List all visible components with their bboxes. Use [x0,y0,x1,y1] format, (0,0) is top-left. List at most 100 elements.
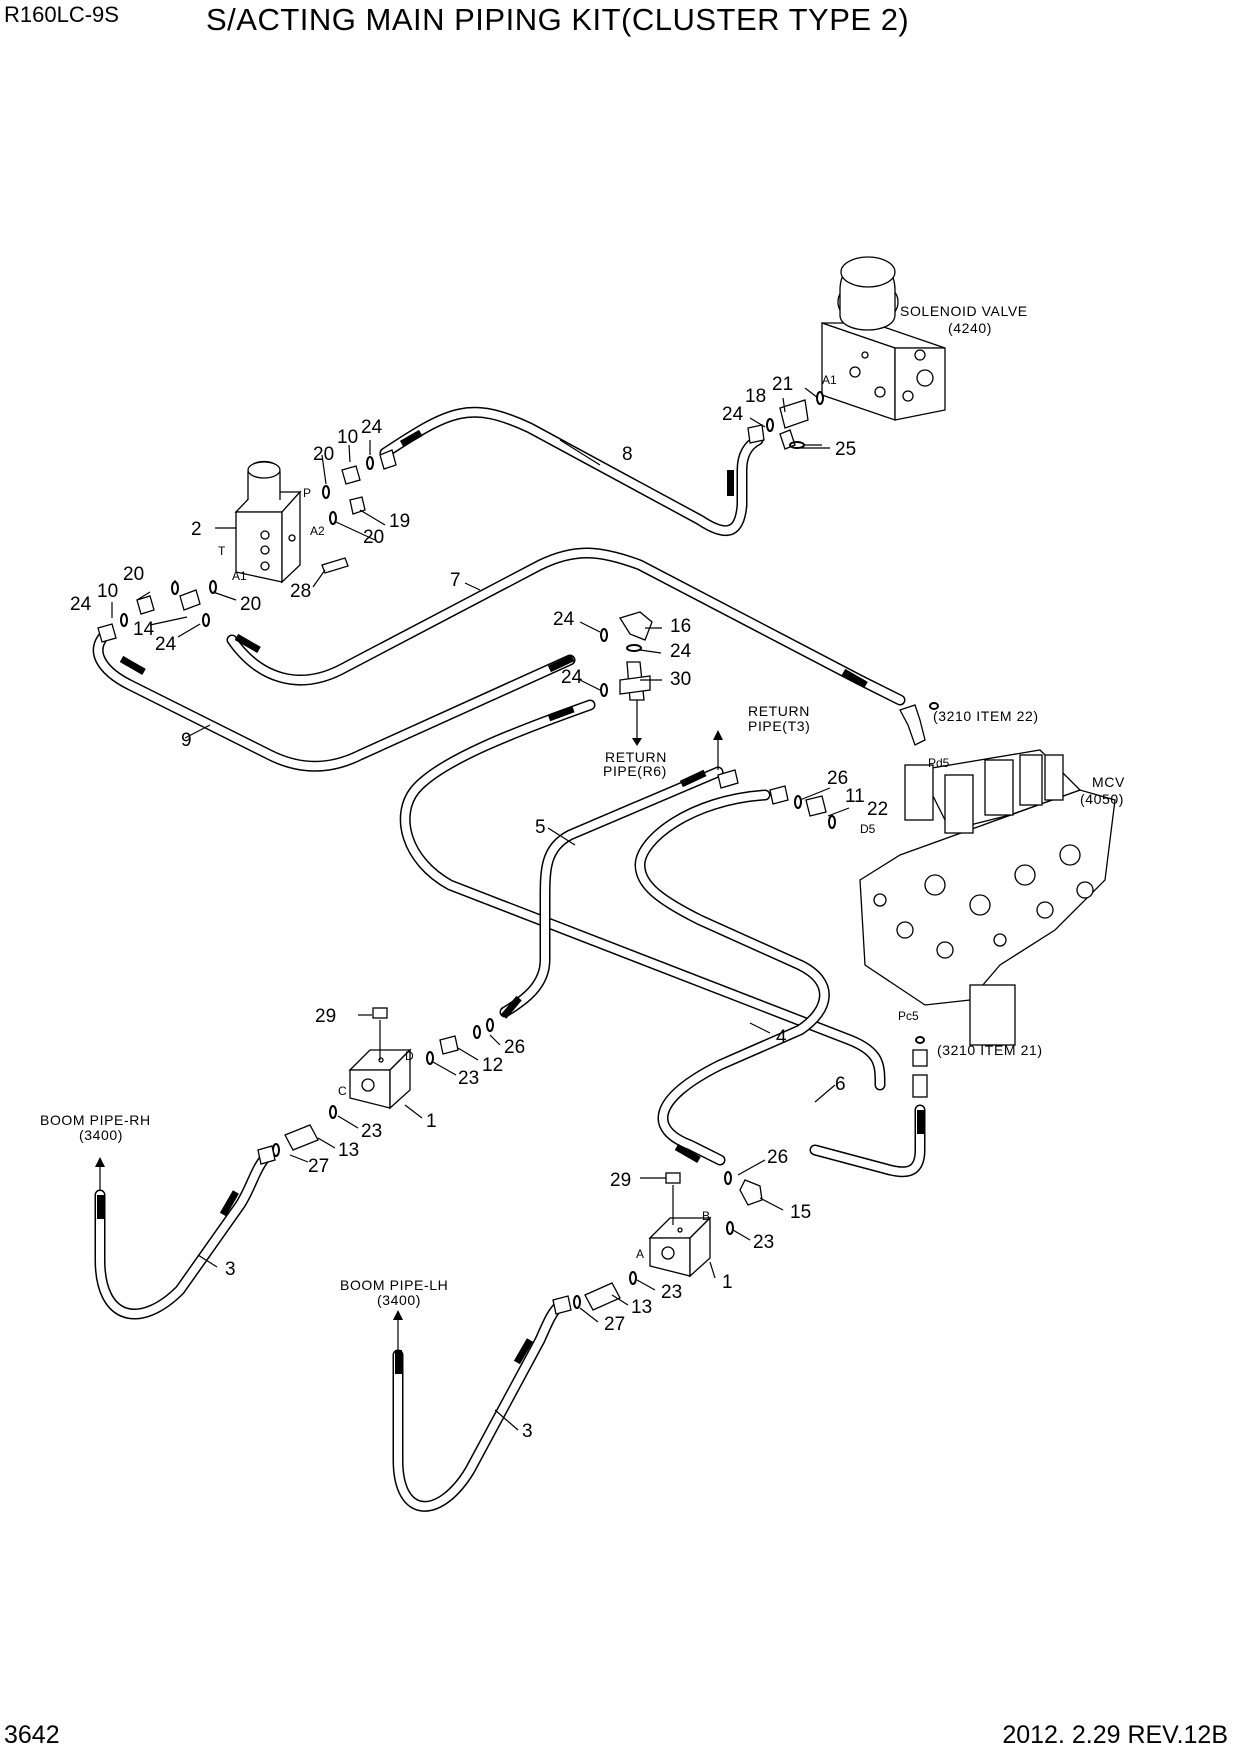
fittings-mcv [717,702,939,1098]
callout-24: 24 [553,609,575,630]
callout-26: 26 [827,768,848,789]
callout-23: 23 [361,1121,382,1142]
label-ref-3210-22: (3210 ITEM 22) [933,708,1039,724]
callout-23: 23 [661,1282,682,1303]
callout-7: 7 [450,570,461,591]
hose-sleeves [97,429,924,1374]
label-boom-rh-ref: (3400) [79,1127,123,1143]
fittings-block [97,449,397,643]
callout-20: 20 [240,594,261,615]
port-c: C [338,1084,347,1098]
port-d: D [405,1049,414,1063]
callout-2: 2 [191,519,202,540]
callout-24: 24 [70,594,92,615]
callout-28: 28 [290,581,311,602]
callout-11: 11 [845,786,865,807]
callout-27: 27 [604,1314,625,1335]
callout-29: 29 [315,1006,336,1027]
port-t: T [218,544,226,558]
callout-22: 22 [867,799,888,820]
port-a1: A1 [232,569,247,583]
label-boom-rh: BOOM PIPE-RH [40,1112,151,1128]
callout-15: 15 [790,1202,811,1223]
callout-4: 4 [776,1027,787,1048]
callout-20: 20 [123,564,144,585]
page-number: 3642 [4,1721,60,1749]
callout-20: 20 [313,444,334,465]
callout-23: 23 [458,1068,479,1089]
callout-12: 12 [482,1055,503,1076]
callout-13: 13 [338,1140,359,1161]
leader-lines [111,387,850,1431]
fittings-solenoid [747,391,824,450]
callout-10: 10 [97,581,118,602]
page-title: S/ACTING MAIN PIPING KIT(CLUSTER TYPE 2) [206,2,910,37]
label-ref-3210-21: (3210 ITEM 21) [937,1042,1043,1058]
callout-26: 26 [767,1147,788,1168]
fittings-block-1-lower [393,1171,763,1350]
revision-date: 2012. 2.29 REV.12B [1002,1721,1228,1749]
callout-10: 10 [337,427,358,448]
callout-24: 24 [155,634,177,655]
port-p: P [303,486,311,500]
label-mcv: MCV [1092,774,1125,790]
callout-14: 14 [133,619,155,640]
hose-3-lh [392,1299,566,1512]
port-pc5: Pc5 [898,1009,919,1023]
label-boom-lh-ref: (3400) [377,1292,421,1308]
callout-19: 19 [389,511,410,532]
port-a: A [636,1247,644,1261]
label-return-r6-2: PIPE(R6) [603,763,667,779]
callout-6: 6 [835,1074,846,1095]
callout-21: 21 [772,374,793,395]
hose-3-rh [94,1152,271,1320]
callout-20: 20 [363,527,384,548]
callout-23: 23 [753,1232,774,1253]
callout-18: 18 [745,386,766,407]
valve-block-2 [234,460,302,584]
solenoid-valve-4240 [821,256,946,421]
port-b: B [702,1209,710,1223]
label-mcv-ref: (4050) [1080,791,1124,807]
callout-27: 27 [308,1156,329,1177]
port-a2: A2 [310,524,325,538]
label-return-t3-2: PIPE(T3) [748,718,810,734]
callout-24: 24 [561,667,583,688]
callout-24: 24 [722,404,744,425]
hose-9 [92,629,576,772]
fittings-return [600,611,723,770]
hose-4 [399,699,886,1091]
port-d5: D5 [860,822,876,836]
block-1-upper [348,1007,412,1110]
callout-29: 29 [610,1170,631,1191]
callout-1: 1 [722,1272,733,1293]
callouts: 2 20 10 24 19 20 28 20 20 10 24 14 24 8 … [70,374,888,1442]
callout-24: 24 [361,417,383,438]
hose-6-to-mcv [809,1104,926,1178]
label-return-t3-1: RETURN [748,703,810,719]
port-a1-solenoid: A1 [822,373,837,387]
callout-25: 25 [835,439,856,460]
hose-5 [499,766,724,1018]
mcv-4050 [859,749,1116,1046]
label-solenoid-valve-ref: (4240) [948,320,992,336]
hose-8 [379,406,764,537]
label-solenoid-valve: SOLENOID VALVE [900,303,1028,319]
port-pd5: Pd5 [928,756,950,770]
hose-6 [634,789,830,1166]
callout-13: 13 [631,1297,652,1318]
callout-30: 30 [670,669,691,690]
callout-24: 24 [670,641,692,662]
callout-16: 16 [670,616,691,637]
callout-9: 9 [181,730,192,751]
hose-7 [226,547,906,706]
callout-26: 26 [504,1037,525,1058]
callout-5: 5 [535,817,546,838]
fittings-block-1-upper [95,1018,494,1190]
callout-1: 1 [426,1111,437,1132]
callout-8: 8 [622,444,633,465]
model-code: R160LC-9S [4,2,119,27]
callout-3: 3 [225,1259,236,1280]
label-return-r6-1: RETURN [605,749,667,765]
